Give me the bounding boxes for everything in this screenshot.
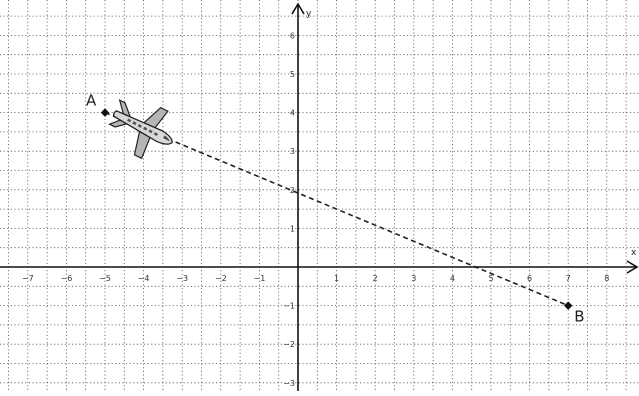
y-tick-label: 3 <box>290 147 295 156</box>
segment-layer <box>104 111 569 307</box>
y-tick-label: −1 <box>283 302 295 311</box>
airplane-body-group <box>108 98 173 160</box>
airplane-window <box>132 121 137 126</box>
airplane-icon <box>108 98 173 160</box>
y-tick-label: 6 <box>290 31 295 40</box>
airplane-cockpit <box>163 135 170 142</box>
points: AB <box>86 92 584 326</box>
y-tick-label: −3 <box>283 379 295 388</box>
point-label-b: B <box>574 308 584 326</box>
y-tick-label: 5 <box>290 70 295 79</box>
airplane-window <box>148 129 153 134</box>
x-tick-label: −3 <box>176 274 188 283</box>
y-tick-label: 1 <box>290 224 295 233</box>
x-axis-label: x <box>631 248 637 258</box>
x-tick-label: −5 <box>99 274 111 283</box>
point-label-a: A <box>86 92 97 110</box>
point-a <box>100 108 110 117</box>
x-tick-label: 3 <box>411 274 416 283</box>
point-b <box>563 301 573 310</box>
y-tick-label: 4 <box>290 109 295 118</box>
y-tick-label: −2 <box>283 340 295 349</box>
x-tick-label: 5 <box>488 274 493 283</box>
y-tick-label: 2 <box>290 186 295 195</box>
x-tick-label: 2 <box>373 274 378 283</box>
x-tick-label: −1 <box>254 274 266 283</box>
y-axis-arrow <box>291 2 305 15</box>
airplane-window <box>143 126 148 131</box>
x-tick-label: −7 <box>22 274 34 283</box>
segment-ab <box>104 111 569 307</box>
x-tick-label: −6 <box>61 274 73 283</box>
x-tick-label: −4 <box>138 274 150 283</box>
x-tick-label: 8 <box>604 274 609 283</box>
x-tick-label: −2 <box>215 274 227 283</box>
airplane-window <box>137 123 142 128</box>
airplane-window <box>153 132 159 137</box>
y-axis-label: y <box>306 9 312 19</box>
x-tick-label: 1 <box>334 274 339 283</box>
tick-labels: −7 −6 −5 −4 −3 −2 −1 1 2 3 4 5 6 7 8 6 5 4 3 2 1 −1 −2 −3 <box>22 31 609 387</box>
x-tick-label: 4 <box>450 274 455 283</box>
x-tick-label: 7 <box>566 274 571 283</box>
airplane-window <box>127 118 132 123</box>
x-axis-arrow <box>626 260 639 274</box>
x-tick-label: 6 <box>527 274 532 283</box>
